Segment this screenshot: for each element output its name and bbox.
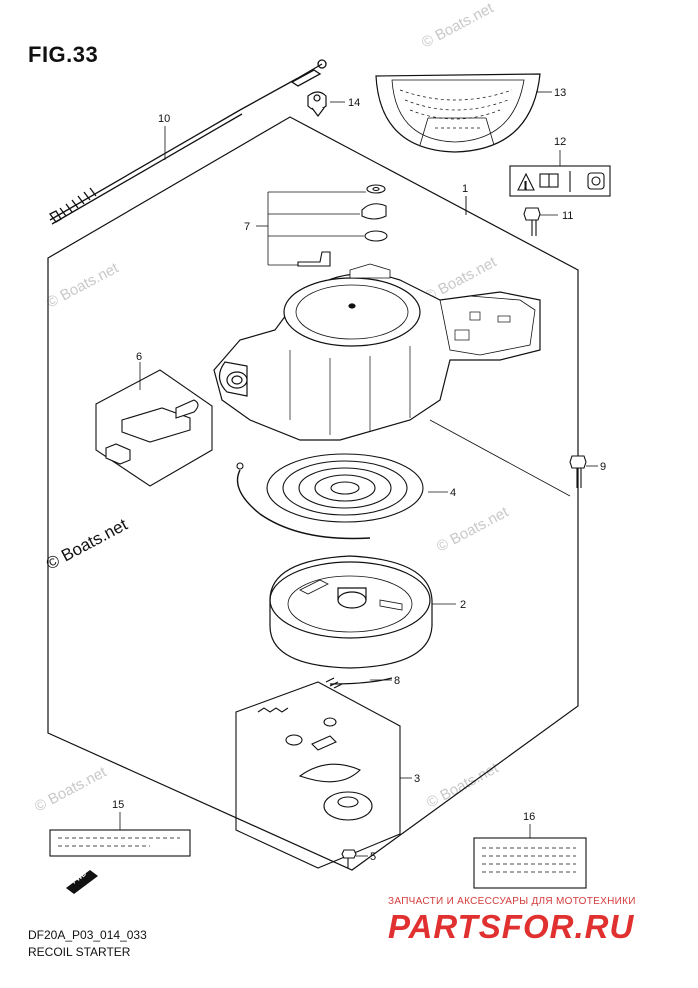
callout-13: 13	[554, 87, 566, 99]
callout-5: 5	[370, 851, 376, 863]
figure-title: FIG.33	[28, 42, 99, 67]
callout-numbers: 1 2 3 4 5 6 7 8 9 10 11 12 13 14 15 16	[112, 87, 606, 863]
part-3-frame	[235, 681, 401, 869]
callout-10: 10	[158, 113, 170, 125]
watermark-lower-right: © Boats.net	[424, 759, 502, 811]
part-6-handle	[105, 399, 199, 465]
part-7-group	[297, 184, 388, 267]
callout-6: 6	[136, 351, 142, 363]
assembly-frame	[47, 116, 579, 871]
part-11-bolt	[523, 207, 541, 236]
part-10-cable	[49, 59, 327, 225]
figure-code: DF20A_P03_014_033	[28, 928, 147, 942]
part-6-frame	[95, 369, 213, 487]
callout-11: 11	[562, 210, 573, 222]
callout-16: 16	[523, 811, 535, 823]
svg-text:!: !	[524, 180, 527, 192]
callout-4: 4	[450, 487, 456, 499]
part-1-housing	[213, 263, 541, 441]
watermark-upper-left: © Boats.net	[44, 259, 122, 311]
part-12-warning-label: !	[509, 165, 611, 197]
figure-caption: RECOIL STARTER	[28, 945, 131, 959]
callout-2: 2	[460, 599, 466, 611]
callout-3: 3	[414, 773, 420, 785]
part-15-label	[49, 829, 191, 857]
watermark-lower-left: © Boats.net	[32, 763, 110, 815]
part-2-reel	[269, 555, 433, 669]
callout-7: 7	[244, 221, 250, 233]
watermark-center-left: © Boats.net	[43, 515, 131, 574]
callout-1: 1	[462, 183, 468, 195]
callout-14: 14	[348, 97, 360, 109]
callout-8: 8	[394, 675, 400, 687]
part-16-label	[473, 837, 587, 889]
callout-9: 9	[600, 461, 606, 473]
watermark-mid-right: © Boats.net	[434, 503, 512, 555]
dealer-tagline: ЗАПЧАСТИ И АКСЕССУАРЫ ДЛЯ МОТОТЕХНИКИ	[388, 896, 636, 907]
part-4-spring	[236, 453, 424, 540]
part-3-components	[257, 707, 373, 821]
part-13-decal	[375, 73, 541, 153]
callout-15: 15	[112, 799, 124, 811]
part-9-bolt	[569, 455, 587, 488]
leader-7-bracket	[256, 191, 366, 266]
part-14-clip	[307, 91, 327, 117]
part-8-rope	[325, 677, 393, 689]
dealer-logo: PARTSFOR.RU	[388, 908, 635, 945]
fwd-arrow-badge: FWD	[66, 870, 98, 894]
part-5-screw	[341, 849, 357, 868]
callout-12: 12	[554, 136, 566, 148]
watermark-top-right: © Boats.net	[419, 0, 497, 52]
dash-line-9	[429, 419, 571, 497]
